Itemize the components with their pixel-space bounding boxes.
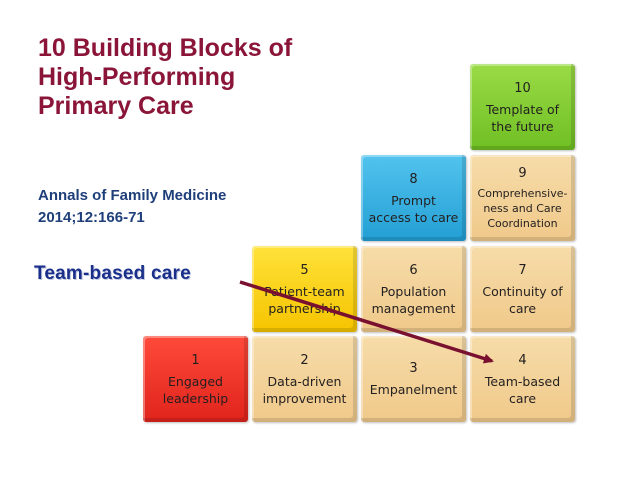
block-2-label-line-1: Data-driven: [267, 373, 342, 389]
citation: Annals of Family Medicine 2014;12:166-71: [38, 185, 298, 229]
block-1-label-line-2: leadership: [162, 390, 229, 406]
block-8-label-line-1: Prompt: [391, 192, 436, 208]
block-4-label-line-1: Team-based: [484, 373, 561, 389]
title-line-1: 10 Building Blocks of: [38, 34, 293, 62]
block-3-number: 3: [409, 361, 418, 376]
block-9-number: 9: [518, 166, 527, 181]
citation-reference: 2014;12:166-71: [38, 209, 145, 226]
block-2-label-line-2: improvement: [262, 390, 347, 406]
block-7-continuity-of-care: 7 Continuity of care: [470, 246, 575, 332]
block-2-data-driven-improvement: 2 Data-driven improvement: [252, 336, 357, 422]
title-line-2: High-Performing: [38, 63, 236, 91]
block-10-number: 10: [514, 80, 531, 96]
block-7-label-line-1: Continuity of: [482, 283, 563, 299]
block-10-label-line-2: the future: [491, 118, 554, 134]
block-10-label-line-1: Template of: [485, 101, 560, 117]
citation-journal: Annals of Family Medicine: [38, 187, 227, 204]
team-based-care-callout: Team-based care: [34, 263, 191, 284]
block-8-prompt-access-to-care: 8 Prompt access to care: [361, 155, 466, 241]
block-8-number: 8: [409, 171, 418, 187]
title-line-3: Primary Care: [38, 92, 194, 120]
block-9-label-line-2: ness and Care: [483, 202, 562, 215]
block-1-engaged-leadership: 1 Engaged leadership: [143, 336, 248, 422]
block-5-label-line-2: partnership: [268, 300, 341, 316]
block-5-number: 5: [300, 262, 309, 278]
block-1-number: 1: [191, 352, 200, 368]
block-3-label-line-1: Empanelment: [369, 382, 458, 397]
block-9-comprehensiveness-and-care-coordination: 9 Comprehensive- ness and Care Coordinat…: [470, 155, 575, 241]
block-4-team-based-care: 4 Team-based care: [470, 336, 575, 422]
block-4-label-line-2: care: [508, 390, 537, 406]
block-6-label-line-2: management: [371, 300, 456, 316]
block-7-label-line-2: care: [508, 300, 537, 316]
block-7-number: 7: [518, 262, 527, 278]
arrow-line: [239, 280, 494, 364]
block-1-label-line-1: Engaged: [168, 373, 223, 389]
block-4-number: 4: [518, 352, 527, 368]
block-10-template-of-the-future: 10 Template of the future: [470, 64, 575, 150]
block-6-population-management: 6 Population management: [361, 246, 466, 332]
block-6-label-line-1: Population: [380, 283, 447, 299]
block-6-number: 6: [409, 262, 418, 278]
block-2-number: 2: [300, 352, 309, 368]
block-3-empanelment: 3 Empanelment: [361, 336, 466, 422]
block-8-label-line-2: access to care: [368, 209, 459, 225]
slide-title: 10 Building Blocks of High-Performing Pr…: [38, 34, 368, 121]
block-9-label-line-1: Comprehensive-: [477, 187, 568, 200]
block-5-patient-team-partnership: 5 Patient-team partnership: [252, 246, 357, 332]
block-9-label-line-3: Coordination: [487, 217, 558, 230]
